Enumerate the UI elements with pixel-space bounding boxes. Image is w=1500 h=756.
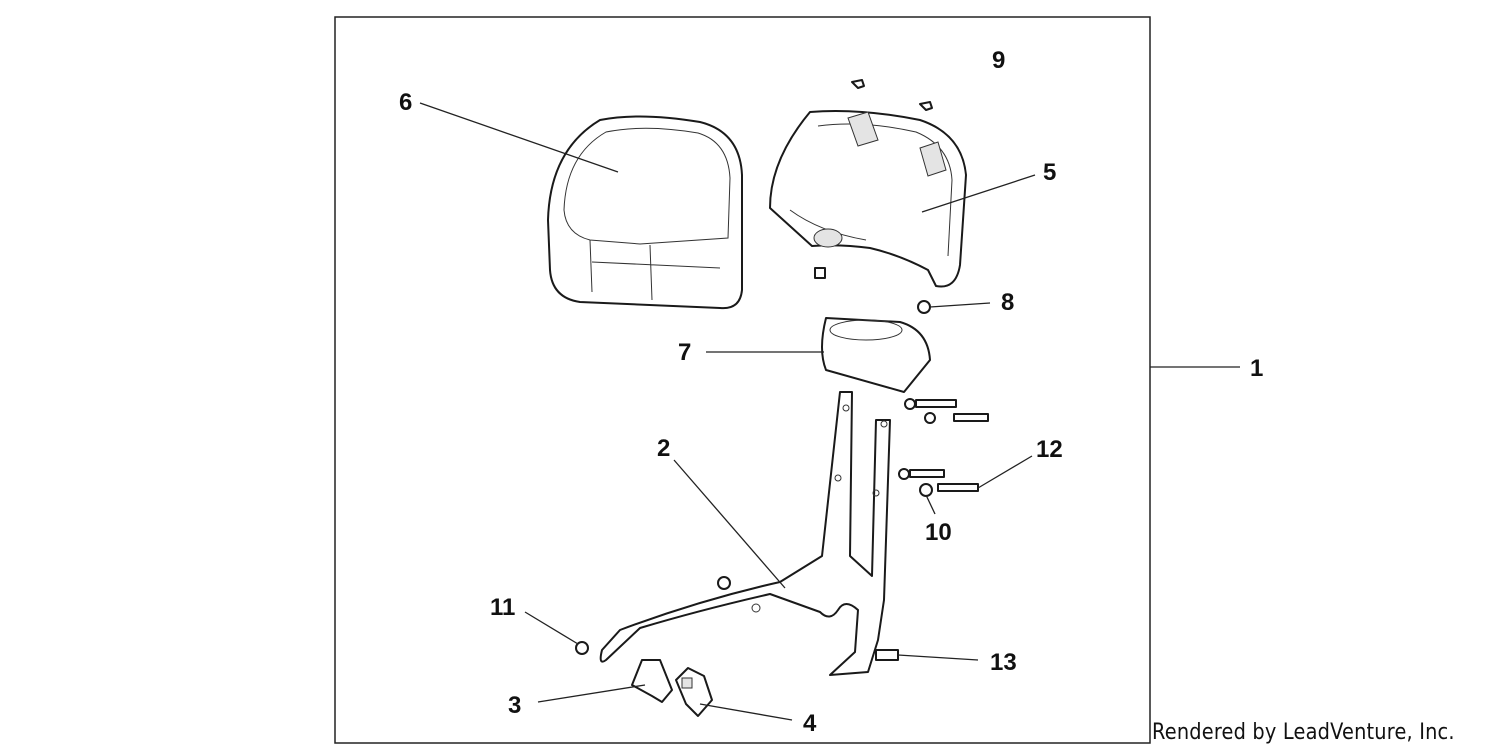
- callout-13: 13: [990, 649, 1017, 676]
- leader-11: [524, 611, 579, 645]
- callout-1: 1: [1250, 355, 1263, 382]
- backrest-cover-part[interactable]: [769, 110, 967, 288]
- bolt-11-part[interactable]: [575, 576, 731, 655]
- leader-10: [925, 494, 936, 515]
- clamp-part[interactable]: [631, 659, 713, 717]
- leader-12: [977, 455, 1033, 489]
- cover-bolt-part[interactable]: [814, 267, 826, 279]
- backrest-pad-part[interactable]: [547, 115, 743, 310]
- bracket-cover-part[interactable]: [821, 317, 931, 393]
- callout-7: 7: [678, 339, 691, 366]
- leader-8: [929, 302, 991, 308]
- leader-5: [921, 174, 1036, 213]
- nut-part[interactable]: [917, 300, 931, 314]
- callout-2: 2: [657, 435, 670, 462]
- callout-8: 8: [1001, 289, 1014, 316]
- leader-6: [419, 102, 619, 173]
- backrest-bracket-part[interactable]: [599, 391, 891, 676]
- callout-9: 9: [992, 47, 1005, 74]
- clip-part[interactable]: [851, 79, 933, 111]
- callout-4: 4: [803, 710, 817, 737]
- callout-6: 6: [399, 89, 412, 116]
- leader-13: [897, 654, 979, 661]
- callout-10: 10: [925, 519, 952, 546]
- callout-12: 12: [1036, 436, 1063, 463]
- callout-5: 5: [1043, 159, 1056, 186]
- diagram-frame: [334, 16, 1151, 744]
- leader-3: [537, 684, 646, 703]
- leader-2: [673, 459, 786, 589]
- callout-11: 11: [490, 594, 515, 621]
- callout-3: 3: [508, 692, 521, 719]
- washer-part[interactable]: [898, 398, 936, 497]
- leader-4: [699, 703, 793, 721]
- rendered-by-credit: Rendered by LeadVenture, Inc.: [1152, 720, 1455, 745]
